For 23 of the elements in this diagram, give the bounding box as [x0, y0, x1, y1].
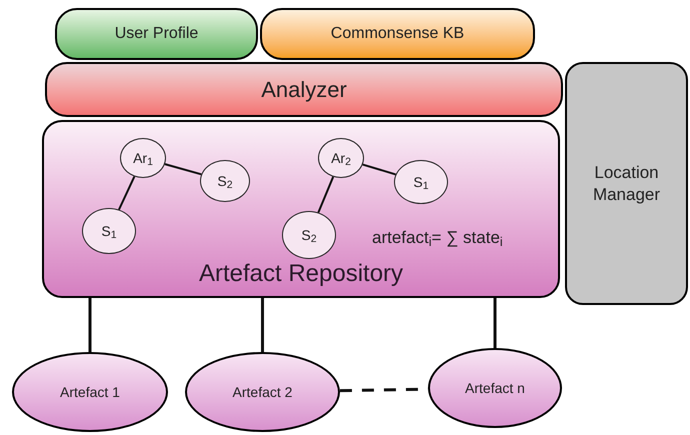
connector-line	[362, 164, 396, 176]
connector-line	[164, 163, 202, 176]
state-circle: Ar$_{2}$	[318, 138, 364, 178]
connector-line	[118, 176, 136, 210]
component-box: User Profile	[55, 8, 258, 60]
connector-line	[317, 176, 334, 213]
component-box: Location Manager	[565, 62, 688, 305]
component-box: Analyzer	[45, 62, 563, 117]
state-circle: S$_{1}$	[82, 208, 136, 254]
formula-text: artefact$_{i}$= ∑ state$_{i}$	[372, 227, 503, 250]
repository-box	[42, 120, 560, 298]
artefact-ellipse: Artefact 1	[12, 352, 168, 432]
state-circle: S$_{2}$	[282, 211, 336, 259]
component-box: Commonsense KB	[260, 8, 535, 60]
artefact-ellipse: Artefact n	[428, 348, 562, 428]
connector-line	[261, 298, 264, 352]
state-circle: S$_{2}$	[200, 160, 250, 202]
connector-line	[88, 298, 92, 352]
state-circle: Ar$_{1}$	[120, 138, 166, 178]
artefact-ellipse: Artefact 2	[185, 352, 340, 432]
repository-title: Artefact Repository	[198, 259, 404, 289]
connector-line	[494, 298, 496, 348]
state-circle: S$_{1}$	[394, 160, 448, 204]
